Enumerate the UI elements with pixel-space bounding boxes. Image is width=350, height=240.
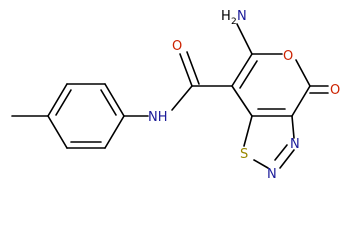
bond-benz-inner-2 [100, 89, 117, 116]
lactone-oxygen-label: O [330, 83, 340, 98]
bond-c4-c3a [291, 85, 311, 117]
bond-c6-nh2 [236, 23, 253, 55]
amide-nh-label: NH [148, 110, 168, 125]
bond-benz-1 [47, 83, 68, 117]
thiadiazole-n-upper-label: N [290, 137, 300, 152]
bond-s-n [253, 159, 269, 169]
bond-amide-co-2 [186, 51, 200, 85]
thiadiazole-n-lower-label: N [267, 167, 277, 182]
amino-n: N [237, 9, 247, 24]
molecule-svg: H 2 N O O O NH S N N [11, 9, 340, 182]
amino-group-label: H 2 N [221, 9, 247, 27]
bond-benz-inner-1 [55, 89, 72, 116]
bond-o-c4 [295, 59, 311, 87]
bond-n-n [279, 149, 295, 169]
bond-n-n-dbl [274, 144, 288, 161]
structure-diagram: H 2 N O O O NH S N N [11, 9, 340, 182]
bond-c7a-c7 [231, 85, 253, 117]
bond-benz-4 [104, 115, 125, 149]
bonds [11, 23, 329, 169]
amino-subscript: 2 [231, 17, 237, 27]
amino-h: H [221, 9, 231, 24]
atom-labels: H 2 N O O O NH S N N [148, 9, 340, 182]
amide-oxygen-label: O [172, 39, 182, 54]
ring-oxygen-label: O [283, 49, 293, 64]
sulfur-label: S [240, 147, 248, 162]
bond-benz-3 [104, 83, 125, 117]
bond-n-c [171, 85, 193, 111]
bond-c7-c6 [231, 53, 253, 87]
bond-c7-c6-dbl [239, 60, 258, 89]
bond-c7a-s [243, 115, 253, 147]
bond-amide-co-1 [179, 53, 193, 87]
bond-benz-6 [47, 115, 68, 149]
bond-n-c3a [291, 115, 295, 139]
